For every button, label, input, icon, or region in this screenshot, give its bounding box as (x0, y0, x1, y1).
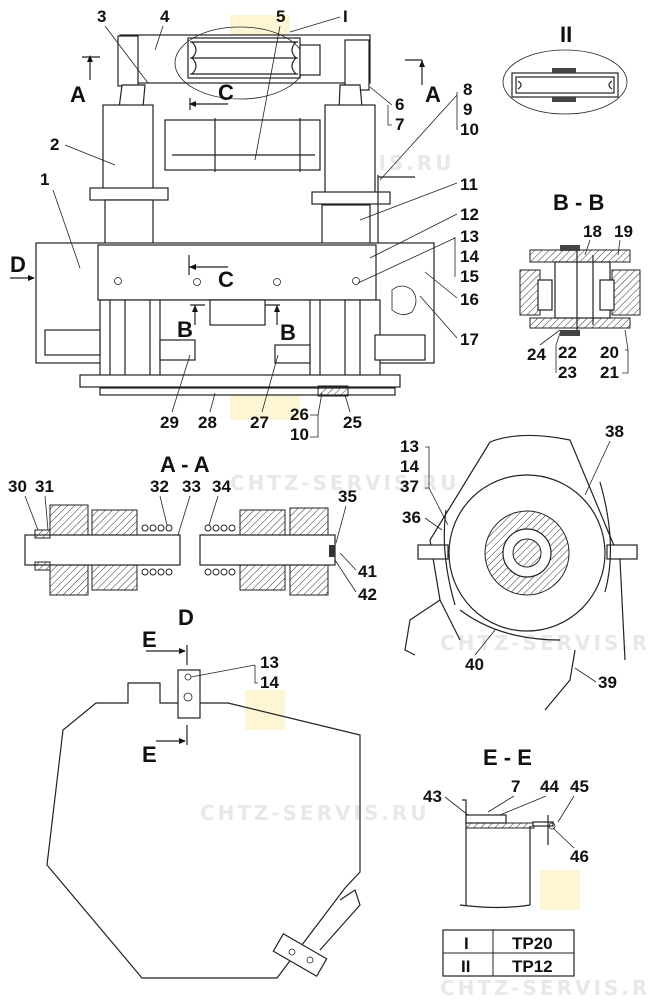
drum (164, 119, 321, 171)
svg-text:14: 14 (400, 457, 419, 476)
main-callouts: 3 4 5 I 6 7 8 9 10 2 1 11 12 13 14 15 16… (40, 7, 479, 444)
svg-text:35: 35 (338, 487, 357, 506)
svg-text:38: 38 (605, 422, 624, 441)
svg-text:44: 44 (540, 777, 559, 796)
legend-table: I TP20 II TP12 (442, 929, 575, 977)
svg-text:E - E: E - E (483, 745, 532, 770)
detail-II-ellipse (502, 49, 628, 115)
svg-text:40: 40 (465, 655, 484, 674)
svg-text:28: 28 (198, 413, 217, 432)
svg-text:D: D (178, 605, 194, 630)
svg-text:5: 5 (276, 7, 285, 26)
svg-text:11: 11 (460, 175, 478, 194)
front-plate (97, 244, 377, 301)
svg-text:7: 7 (511, 777, 520, 796)
svg-text:20: 20 (600, 343, 619, 362)
legend-value: TP12 (512, 957, 553, 976)
panel-outline (46, 682, 361, 979)
svg-text:13: 13 (400, 437, 419, 456)
svg-text:B: B (280, 320, 296, 345)
svg-text:32: 32 (150, 477, 169, 496)
shaft-left (24, 534, 181, 566)
svg-text:B: B (177, 317, 193, 342)
svg-text:24: 24 (527, 345, 546, 364)
svg-text:2: 2 (50, 135, 59, 154)
svg-text:CHTZ-SERVIS.RU: CHTZ-SERVIS.RU (440, 631, 649, 655)
svg-text:15: 15 (460, 267, 479, 286)
svg-text:13: 13 (460, 227, 479, 246)
svg-text:10: 10 (290, 425, 309, 444)
svg-text:I: I (343, 7, 348, 26)
section-EE: E - E 43 7 44 45 46 (423, 745, 589, 909)
svg-text:E: E (142, 742, 157, 767)
section-BB: B - B 18 19 24 22 23 20 21 (519, 190, 641, 382)
svg-text:B - B: B - B (553, 190, 604, 215)
svg-text:46: 46 (570, 847, 589, 866)
svg-text:3: 3 (97, 7, 106, 26)
svg-text:II: II (560, 22, 572, 47)
svg-text:22: 22 (558, 343, 577, 362)
column-left (102, 104, 154, 196)
svg-text:16: 16 (460, 290, 479, 309)
svg-text:CHTZ-SERVIS.RU: CHTZ-SERVIS.RU (440, 976, 649, 1000)
svg-text:14: 14 (260, 673, 279, 692)
svg-text:C: C (218, 267, 234, 292)
svg-text:37: 37 (400, 477, 419, 496)
legend-value: TP20 (512, 934, 553, 953)
svg-text:10: 10 (460, 120, 479, 139)
section-marks: A A C C D B B (10, 55, 441, 345)
svg-text:C: C (218, 80, 234, 105)
svg-text:4: 4 (160, 7, 170, 26)
svg-text:25: 25 (343, 413, 362, 432)
svg-text:13: 13 (260, 653, 279, 672)
svg-text:A - A: A - A (160, 452, 210, 477)
svg-text:12: 12 (460, 205, 479, 224)
legend-mark: II (461, 957, 470, 976)
view-C: 13 14 37 36 38 40 39 (400, 422, 638, 711)
main-view (35, 26, 435, 397)
column-right (324, 104, 376, 196)
svg-text:42: 42 (358, 585, 377, 604)
svg-text:36: 36 (402, 508, 421, 527)
svg-text:23: 23 (558, 363, 577, 382)
view-D: D E E 13 14 (46, 605, 361, 979)
detail-II: II (502, 22, 628, 115)
svg-text:19: 19 (614, 222, 633, 241)
shaft-right (199, 534, 336, 566)
section-AA: A - A 30 31 32 33 34 35 41 42 (8, 452, 377, 604)
bottom-rod (99, 387, 396, 396)
svg-text:21: 21 (600, 363, 619, 382)
svg-text:9: 9 (463, 100, 472, 119)
svg-text:43: 43 (423, 787, 442, 806)
svg-text:A: A (425, 82, 441, 107)
svg-text:33: 33 (182, 477, 201, 496)
svg-text:CHTZ-SERVIS.RU: CHTZ-SERVIS.RU (200, 801, 430, 825)
svg-text:17: 17 (460, 330, 479, 349)
svg-text:27: 27 (250, 413, 269, 432)
svg-text:A: A (70, 82, 86, 107)
svg-text:CHTZ-SERVIS.RU: CHTZ-SERVIS.RU (230, 471, 460, 495)
svg-text:30: 30 (8, 477, 27, 496)
svg-text:31: 31 (35, 477, 54, 496)
latch-top (177, 669, 201, 719)
svg-text:14: 14 (460, 247, 479, 266)
svg-text:41: 41 (358, 562, 377, 581)
svg-text:D: D (10, 252, 26, 277)
svg-text:18: 18 (583, 222, 602, 241)
svg-text:29: 29 (160, 413, 179, 432)
svg-text:E: E (142, 627, 157, 652)
svg-text:7: 7 (395, 115, 404, 134)
svg-text:1: 1 (40, 170, 49, 189)
legend-mark: I (464, 934, 469, 953)
svg-text:34: 34 (212, 477, 231, 496)
svg-text:8: 8 (463, 80, 472, 99)
svg-text:26: 26 (290, 405, 309, 424)
svg-text:39: 39 (598, 673, 617, 692)
svg-text:6: 6 (395, 95, 404, 114)
svg-text:45: 45 (570, 777, 589, 796)
